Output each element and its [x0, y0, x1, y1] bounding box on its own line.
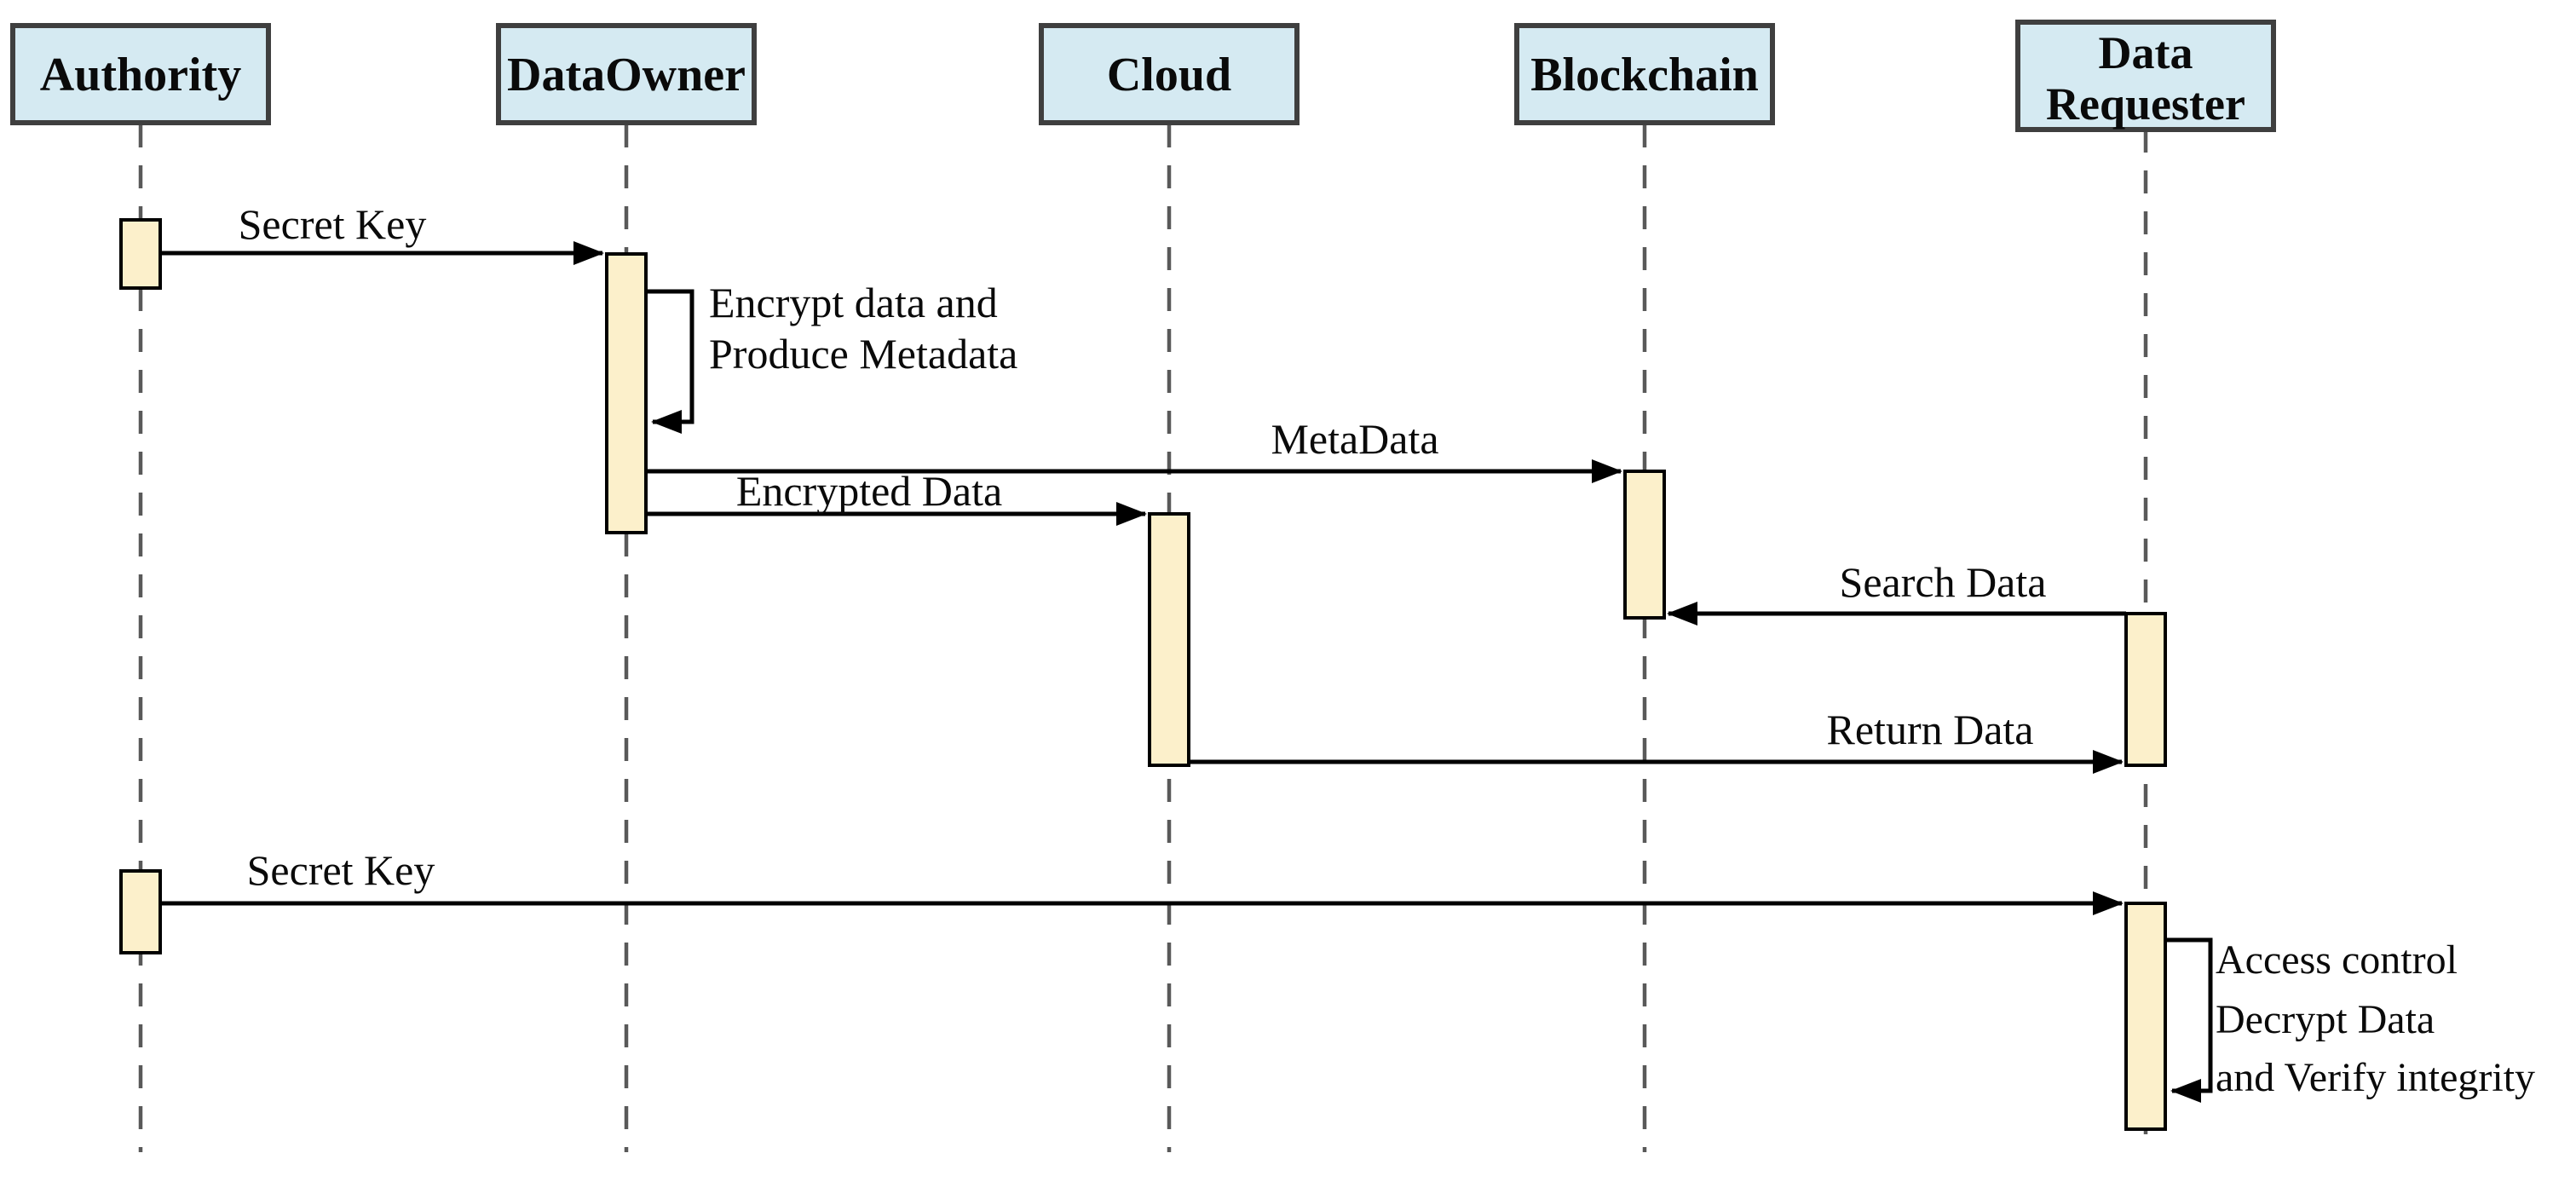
message-encrypt-produce-label-line1: Encrypt data and	[709, 279, 998, 326]
message-encrypt-produce-label-line2: Produce Metadata	[709, 330, 1017, 378]
actor-box-cloud	[1039, 23, 1300, 125]
actor-label-dataowner: DataOwner	[507, 49, 746, 101]
message-secret-key-1-label: Secret Key	[239, 200, 427, 248]
message-encrypt-produce-self-loop: Encrypt data and Produce Metadata	[646, 279, 1017, 434]
activation-dataowner-1	[605, 252, 648, 534]
message-encrypted-data-label: Encrypted Data	[736, 467, 1002, 515]
message-encrypted-data: Encrypted Data	[646, 467, 1147, 526]
actor-box-authority	[10, 23, 271, 125]
actor-box-blockchain	[1514, 23, 1775, 125]
activation-blockchain-1	[1623, 470, 1666, 620]
activation-data-requester-1	[2124, 612, 2167, 767]
actor-blockchain: Blockchain	[1514, 23, 1775, 125]
actor-label-cloud: Cloud	[1107, 49, 1231, 101]
activations	[119, 218, 2167, 1131]
message-access-decrypt-label-line3: and Verify integrity	[2216, 1055, 2535, 1100]
message-encrypt-produce-loop-arrow	[646, 289, 694, 434]
message-secret-key-2-label: Secret Key	[247, 846, 435, 894]
message-access-decrypt-label-line1: Access control	[2216, 937, 2458, 983]
message-metadata: MetaData	[646, 415, 1622, 483]
message-metadata-label: MetaData	[1271, 415, 1438, 463]
actor-data-requester: Data Requester	[2015, 20, 2276, 132]
message-return-data-label: Return Data	[1827, 706, 2034, 753]
activation-authority-2	[119, 869, 162, 954]
message-access-decrypt-self-loop: Access control Decrypt Data and Verify i…	[2165, 937, 2535, 1103]
actor-label-authority: Authority	[40, 49, 241, 101]
actor-label-data-requester-line1: Data	[2099, 27, 2193, 78]
activation-authority-1	[119, 218, 162, 290]
activation-data-requester-2	[2124, 902, 2167, 1131]
activation-cloud-1	[1148, 512, 1190, 767]
actor-label-blockchain: Blockchain	[1530, 49, 1759, 101]
message-secret-key-2: Secret Key	[160, 846, 2124, 915]
actor-box-dataowner	[496, 23, 757, 125]
message-access-decrypt-loop-arrow	[2165, 937, 2213, 1103]
message-access-decrypt-label-line2: Decrypt Data	[2216, 997, 2435, 1042]
actor-dataowner: DataOwner	[496, 23, 757, 125]
message-return-data: Return Data	[1189, 706, 2124, 774]
actor-authority: Authority	[10, 23, 271, 125]
actor-cloud: Cloud	[1039, 23, 1300, 125]
actor-box-data-requester	[2015, 20, 2276, 132]
message-search-data: Search Data	[1667, 558, 2126, 626]
message-search-data-label: Search Data	[1840, 558, 2047, 606]
actor-label-data-requester-line2: Requester	[2046, 78, 2245, 130]
message-secret-key-1: Secret Key	[160, 200, 604, 265]
